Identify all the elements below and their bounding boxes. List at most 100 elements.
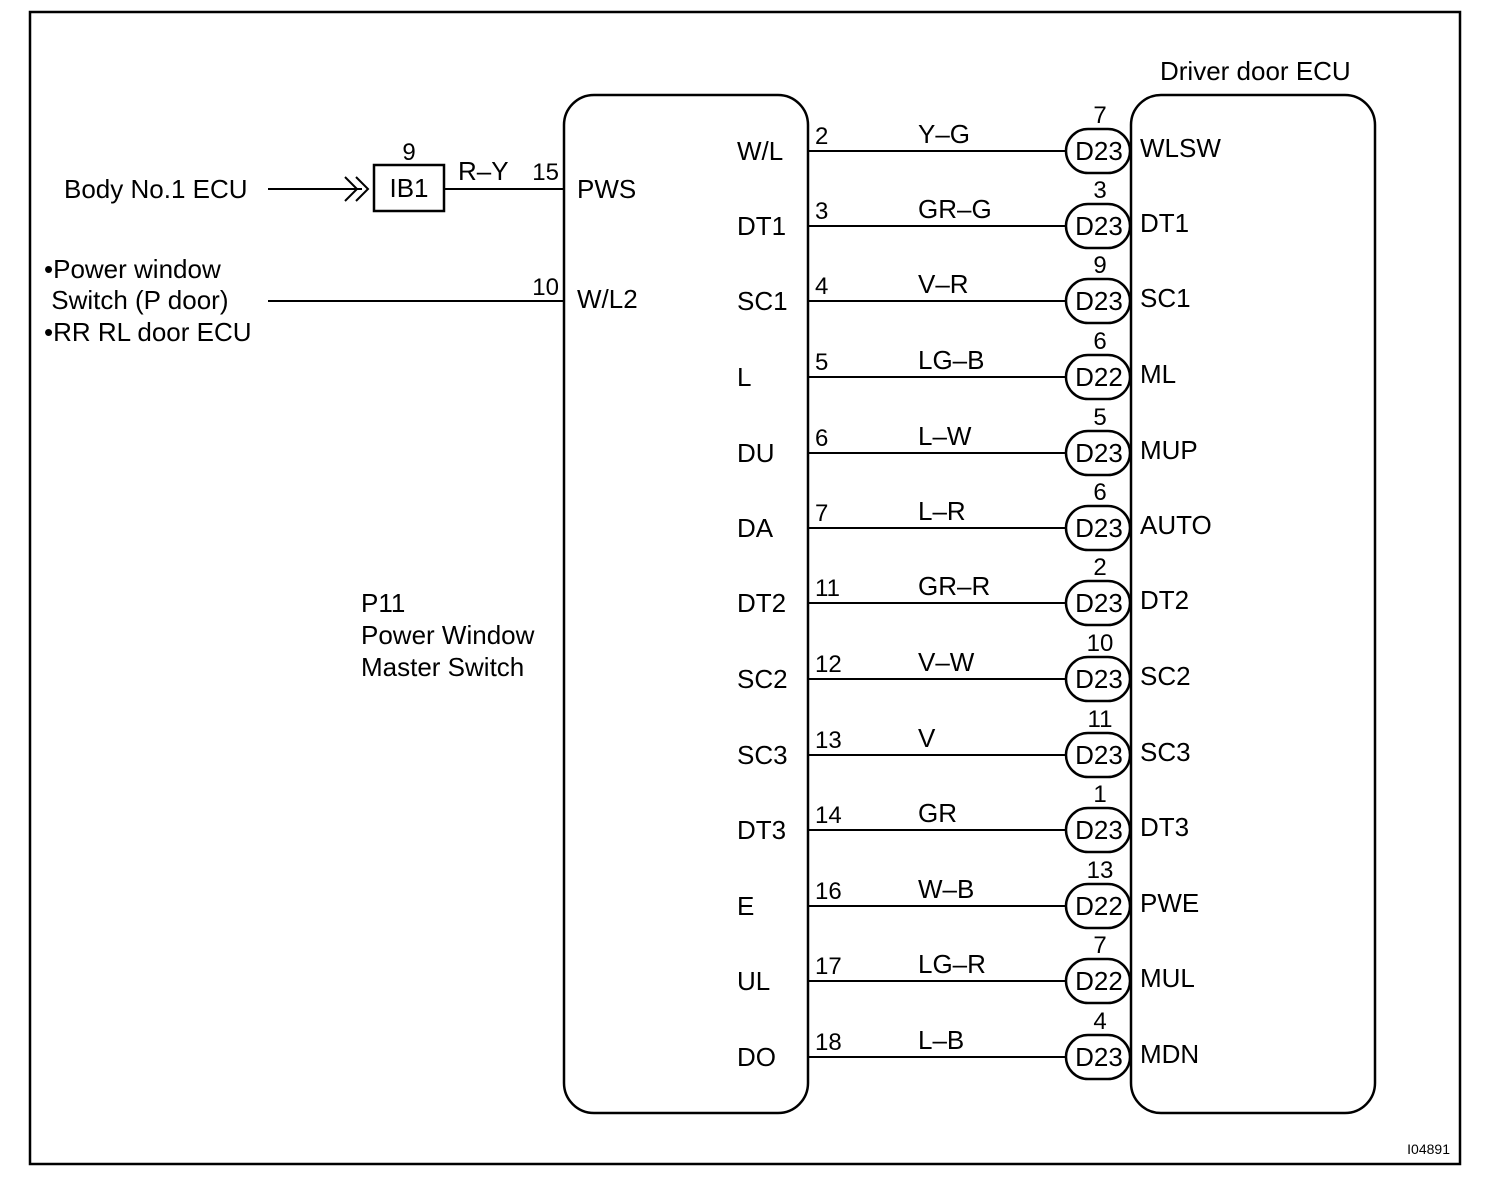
ecu-connector-oval (1064, 882, 1132, 930)
ecu-terminal-label: MDN (1140, 1039, 1199, 1069)
wire-color-label: L–B (918, 1025, 964, 1055)
ecu-connector-oval (1064, 202, 1132, 250)
switch-pin-number: 12 (815, 651, 842, 678)
wire-color-label: GR–R (918, 571, 990, 601)
driver-door-ecu-title: Driver door ECU (1160, 56, 1351, 86)
ecu-terminal-label: MUP (1140, 435, 1198, 465)
ecu-connector-label: D22 (1075, 966, 1123, 996)
wire-color-label: GR–G (918, 194, 992, 224)
switch-pin-number: 17 (815, 953, 842, 980)
ecu-connector-oval (1064, 1033, 1132, 1081)
ecu-terminal-label: SC3 (1140, 737, 1191, 767)
body-ecu-arrow-2 (355, 176, 370, 202)
ecu-pin-number: 13 (1087, 857, 1114, 884)
ecu-connector-label: D23 (1075, 1042, 1123, 1072)
switch-terminal-label: SC1 (737, 286, 788, 316)
switch-terminal-label: DT3 (737, 815, 786, 845)
ecu-pin-number: 9 (1093, 252, 1106, 279)
ib1-pin-number: 9 (402, 139, 415, 166)
ecu-pin-number: 2 (1093, 554, 1106, 581)
ecu-connector-oval (1064, 127, 1132, 175)
ecu-terminal-label: WLSW (1140, 133, 1221, 163)
ecu-connector-oval (1064, 731, 1132, 779)
ecu-connector-label: D23 (1075, 664, 1123, 694)
switch-pin-number: 5 (815, 349, 828, 376)
switch-pin-number: 3 (815, 198, 828, 225)
ecu-pin-number: 1 (1093, 781, 1106, 808)
ecu-terminal-label: PWE (1140, 888, 1199, 918)
pws-terminal: PWS (577, 174, 636, 204)
ecu-connector-label: D22 (1075, 362, 1123, 392)
ecu-connector-oval (1064, 429, 1132, 477)
switch-terminal-label: UL (737, 966, 770, 996)
ecu-connector-label: D23 (1075, 513, 1123, 543)
switch-pin-number: 11 (815, 575, 840, 602)
switch-terminal-label: DT1 (737, 211, 786, 241)
ecu-connector-label: D23 (1075, 438, 1123, 468)
switch-terminal-label: DT2 (737, 588, 786, 618)
master-switch-label-line-2: Power Window (361, 620, 535, 650)
ecu-pin-number: 10 (1087, 630, 1114, 657)
wire-color-label: L–R (918, 496, 966, 526)
wl2-pin-number: 10 (532, 274, 559, 301)
wire-color-label: L–W (918, 421, 972, 451)
ecu-terminal-label: ML (1140, 359, 1176, 389)
ecu-terminal-label: SC2 (1140, 661, 1191, 691)
other-input-line-2: Switch (P door) (44, 285, 228, 315)
wire-color-label: GR (918, 798, 957, 828)
ecu-connector-label: D23 (1075, 136, 1123, 166)
ecu-terminal-label: DT3 (1140, 812, 1189, 842)
wire-color-label: V–W (918, 647, 975, 677)
switch-pin-number: 14 (815, 802, 842, 829)
ecu-connector-oval (1064, 277, 1132, 325)
ecu-pin-number: 3 (1093, 177, 1106, 204)
master-switch-label-line-3: Master Switch (361, 652, 524, 682)
other-input-line-1: •Power window (44, 254, 221, 284)
wire-color-label: V–R (918, 269, 969, 299)
ecu-connector-label: D23 (1075, 588, 1123, 618)
switch-pin-number: 16 (815, 878, 842, 905)
ecu-connector-oval (1064, 353, 1132, 401)
ecu-pin-number: 5 (1093, 404, 1106, 431)
switch-terminal-label: E (737, 891, 754, 921)
switch-terminal-label: DA (737, 513, 774, 543)
master-switch-label-line-1: P11 (361, 588, 405, 618)
ecu-terminal-label: SC1 (1140, 283, 1191, 313)
switch-pin-number: 6 (815, 425, 828, 452)
ecu-terminal-label: DT1 (1140, 208, 1189, 238)
ecu-connector-oval (1064, 806, 1132, 854)
diagram-frame (28, 10, 1462, 1166)
ecu-connector-label: D22 (1075, 891, 1123, 921)
body-ecu-label: Body No.1 ECU (64, 174, 248, 204)
figure-id: I04891 (1407, 1141, 1450, 1157)
switch-pin-number: 2 (815, 123, 828, 150)
pws-wire-color: R–Y (458, 156, 509, 186)
switch-pin-number: 18 (815, 1029, 842, 1056)
ecu-pin-number: 6 (1093, 328, 1106, 355)
wl2-terminal: W/L2 (577, 284, 638, 314)
switch-pin-number: 4 (815, 273, 828, 300)
ecu-connector-label: D23 (1075, 211, 1123, 241)
switch-pin-number: 13 (815, 727, 842, 754)
switch-pin-number: 7 (815, 500, 828, 527)
ecu-connector-label: D23 (1075, 815, 1123, 845)
ecu-connector-oval (1064, 957, 1132, 1005)
ecu-terminal-label: AUTO (1140, 510, 1212, 540)
switch-terminal-label: DU (737, 438, 775, 468)
ecu-terminal-label: DT2 (1140, 585, 1189, 615)
